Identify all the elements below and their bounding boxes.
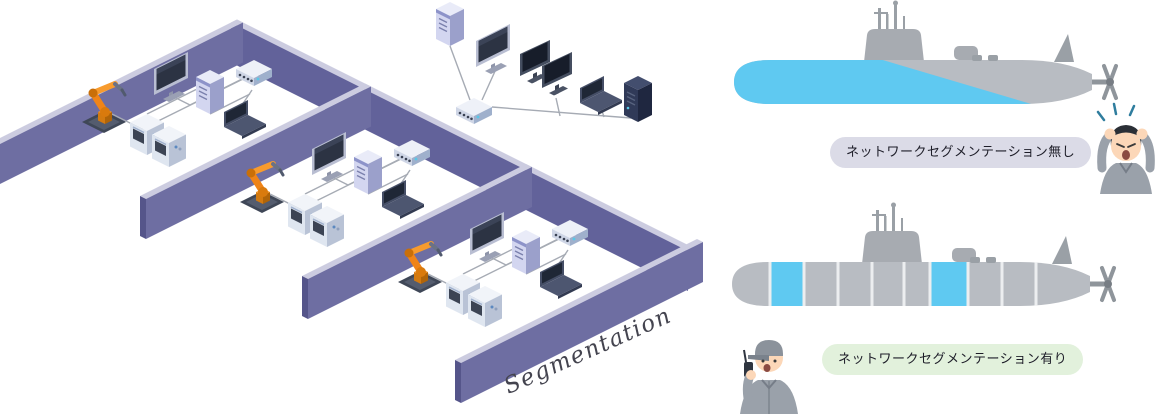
wall-divider-1 [140,83,371,239]
distressed-person-icon [1096,102,1155,194]
label-no-segmentation: ネットワークセグメンテーション無し [830,137,1092,168]
flooded-compartment [930,262,968,306]
server-icon [435,1,465,47]
network-switch-icon [456,98,492,124]
operator-person-icon [740,340,798,414]
submarine-no-segmentation-icon [734,1,1116,107]
laptop-icon [580,76,622,115]
wall-bottom [455,239,703,403]
label-with-segmentation: ネットワークセグメンテーション有り [822,344,1084,375]
server-rack-icon [623,75,653,123]
submarine-with-segmentation-icon [732,203,1114,309]
submarine-comparison-illustration [732,1,1155,414]
flood-water [734,60,1038,104]
monitor-icon [476,24,510,74]
wall-divider-2 [302,164,532,319]
compartment-dividers [768,262,1038,306]
flooded-compartment [770,262,804,306]
office-network-cluster [435,1,653,124]
isometric-network-illustration [0,1,703,403]
